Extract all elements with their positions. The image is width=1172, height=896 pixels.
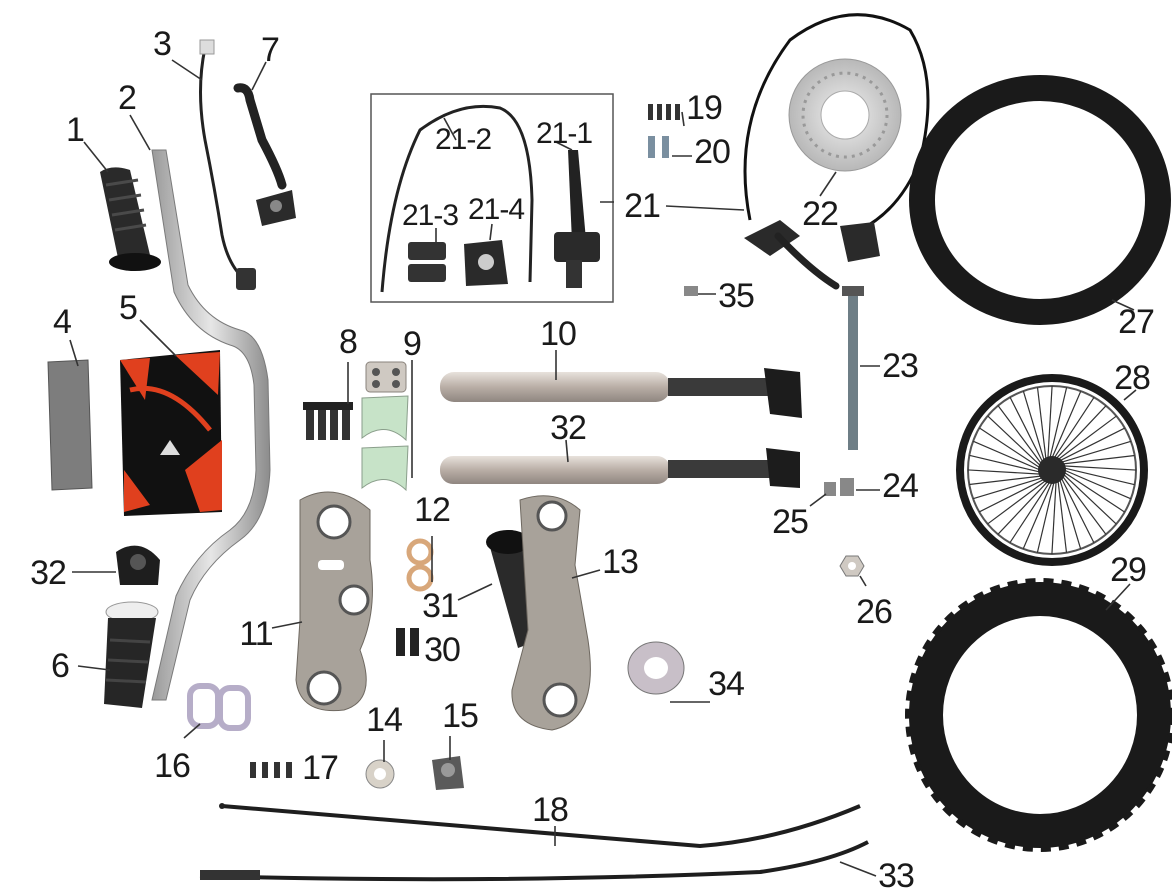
wheel-spoke [969,475,1042,486]
small-bolts-17 [250,762,292,778]
wheel-spoke [987,415,1042,467]
brake-disc-22 [788,58,902,172]
triple-clamp-upper-13 [511,495,591,731]
triple-clamp-lower [295,491,373,712]
brake-pads-21-3 [408,242,446,282]
wheel-spoke [1063,467,1135,486]
grip-left [100,167,161,271]
wheel-spoke [1051,390,1082,459]
wheel-spoke [1057,480,1068,553]
throttle-housing [116,545,160,585]
bolts-30 [396,628,419,656]
lever-left [233,83,296,226]
brake-kit-box [370,93,614,303]
clip-35 [684,286,698,296]
bearing-34 [627,641,685,695]
wheel-spoke [972,440,1041,471]
tire-29 [905,578,1172,852]
wheel-spoke [1059,427,1126,462]
brake-hose-21-2 [380,104,534,293]
wheel-spoke [1009,396,1044,463]
wheel-spoke [978,427,1041,469]
inner-tube-27 [909,75,1171,325]
caliper-21-4 [464,240,508,286]
wheel-spoke [1062,473,1117,525]
wheel-spoke [997,405,1043,465]
fork-tube-10 [440,368,802,418]
wheel-spoke [1061,475,1107,535]
wheel-spoke [1049,387,1068,459]
leader-lines [69,59,1137,877]
wheel-spoke [978,478,1045,513]
wheel-spoke [1036,387,1047,460]
ring-pair [187,683,251,731]
wheel-rim-28 [956,374,1148,566]
wheel-spoke [987,479,1047,525]
cable-33 [199,840,869,882]
cap-nut-15 [432,756,464,790]
handlebar [151,149,271,701]
wheel-spoke [1059,479,1082,550]
fork-tube-32 [440,448,800,488]
wheel-spoke [1063,471,1126,513]
wheel-spoke [1047,385,1053,459]
wheel-spoke [1009,481,1051,544]
wheel-spoke [972,477,1043,500]
wheel-spoke [1063,469,1132,500]
bolts-20 [648,136,669,158]
wheel-spoke [1062,454,1135,465]
wheel-spoke [1053,396,1095,459]
handlebar-clamps [361,361,409,492]
bolts-19 [648,104,680,120]
cable-18 [219,803,861,849]
wheel-spoke [1061,440,1132,463]
wheel-spoke [967,469,1041,475]
wheel-spoke [1063,465,1137,471]
wheel-spoke [1022,390,1045,461]
wheel-spoke [1036,481,1055,553]
pad-plate [47,359,93,491]
wheel-spoke [1022,481,1053,550]
master-cylinder-21-1 [554,150,600,288]
wheel-spoke [1057,415,1117,461]
wheel-spoke [997,480,1049,535]
wheel-spoke [969,454,1041,473]
axle-23 [842,286,864,450]
nut-26 [839,555,865,577]
wheel-spoke [1060,477,1095,544]
nut-14 [365,759,395,789]
bushings-12 [406,538,434,592]
handlebar-pad [120,350,222,516]
wheel-spoke [1055,405,1107,460]
grip-right [104,601,159,708]
switch-harness [199,39,256,290]
wheel-spoke [1051,481,1057,555]
spacers-24-25 [824,478,854,496]
bolts-8 [303,402,353,440]
